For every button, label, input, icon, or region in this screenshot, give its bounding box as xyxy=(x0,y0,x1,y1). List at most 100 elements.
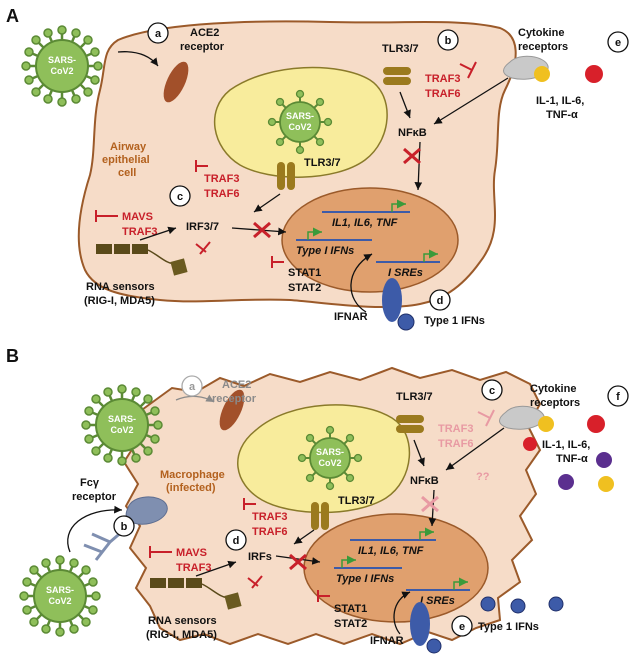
ifnar-label: IFNAR xyxy=(334,311,368,323)
ifn-b-1-icon xyxy=(426,638,442,654)
ace2-b-line2: receptor xyxy=(212,393,257,405)
virus-inside-b-line1: SARS- xyxy=(316,447,344,457)
virus-b-line2: CoV2 xyxy=(110,425,133,435)
tlr-top-label: TLR3/7 xyxy=(382,43,419,55)
svg-text:b: b xyxy=(121,521,128,533)
panel-b: B SARS- CoV2 SARS- CoV2 SARS- CoV2 Fcγ r… xyxy=(6,346,629,654)
ifn-b-3-icon xyxy=(510,598,526,614)
marker-c xyxy=(169,185,191,207)
traf6-mid-b: TRAF6 xyxy=(252,526,287,538)
cell-type-line3: cell xyxy=(118,167,136,179)
virus-label-line1: SARS- xyxy=(48,55,76,65)
sensors-b-line1: RNA sensors xyxy=(148,615,217,627)
cytokines-line1: IL-1, IL-6, xyxy=(536,95,584,107)
isres-b-label: I SREs xyxy=(420,595,455,607)
marker-c-2 xyxy=(481,379,503,401)
stat1-b-label: STAT1 xyxy=(334,603,367,615)
cytokines-b-line1: IL-1, IL-6, xyxy=(542,439,590,451)
marker-b-2 xyxy=(113,515,135,537)
marker-a xyxy=(147,22,169,44)
type1-ifns-b-label: Type 1 IFNs xyxy=(478,621,539,633)
cytokine-b-red-2 xyxy=(523,437,537,451)
mavs-label: MAVS xyxy=(122,211,153,223)
rna-sensor-icon xyxy=(96,244,188,276)
cell-type-b-line1: Macrophage xyxy=(160,469,225,481)
svg-text:a: a xyxy=(189,381,196,393)
tlr-mid-b-label: TLR3/7 xyxy=(338,495,375,507)
type1-ifns-label: Type 1 IFNs xyxy=(424,315,485,327)
svg-text:d: d xyxy=(233,535,240,547)
tlr-top-b-label: TLR3/7 xyxy=(396,391,433,403)
irf-b-label: IRFs xyxy=(248,551,272,563)
virus-inside-line2: CoV2 xyxy=(288,122,311,132)
marker-d xyxy=(429,289,451,311)
cytokine-b-red-1 xyxy=(587,415,605,433)
svg-text:c: c xyxy=(489,385,495,397)
type1-ifn-icon xyxy=(397,313,415,331)
cytokine-yellow-icon xyxy=(534,66,550,82)
virus-b-line1: SARS- xyxy=(108,414,136,424)
fcy-line2: receptor xyxy=(72,491,117,503)
virus-inside-b-line2: CoV2 xyxy=(318,458,341,468)
cytokine-receptors-b-line1: Cytokine xyxy=(530,383,576,395)
isres-label: I SREs xyxy=(388,267,423,279)
ifnar-b-label: IFNAR xyxy=(370,635,404,647)
virus-c-line1: SARS- xyxy=(46,585,74,595)
traf3-top-b: TRAF3 xyxy=(438,423,473,435)
svg-text:c: c xyxy=(177,191,183,203)
ace2-receptor-icon xyxy=(163,61,189,103)
irf-label: IRF3/7 xyxy=(186,221,219,233)
sensors-b-line2: (RIG-I, MDA5) xyxy=(146,629,217,641)
cytokine-b-yellow-1 xyxy=(538,416,554,432)
ace2-b-line1: ACE2 xyxy=(222,379,251,391)
cytokine-b-purple-1 xyxy=(596,452,612,468)
cell-type-b-line2: (infected) xyxy=(166,482,216,494)
cytokines-b-line2: TNF-α xyxy=(556,453,588,465)
traf3-top: TRAF3 xyxy=(425,73,460,85)
cell-type-line1: Airway xyxy=(110,141,147,153)
ifnar-b-icon xyxy=(410,602,430,646)
marker-f xyxy=(607,385,629,407)
marker-e-2 xyxy=(451,615,473,637)
qq-label: ?? xyxy=(476,471,490,483)
cytokine-b-yellow-2 xyxy=(598,476,614,492)
genes-b-label: IL1, IL6, TNF xyxy=(358,545,424,557)
nfkb-label: NFκB xyxy=(398,127,427,139)
svg-text:e: e xyxy=(615,37,621,49)
panel-a-letter: A xyxy=(6,6,19,26)
mavs-b-label: MAVS xyxy=(176,547,207,559)
svg-text:f: f xyxy=(616,391,620,403)
svg-text:b: b xyxy=(445,35,452,47)
type1-label: Type I IFNs xyxy=(296,245,354,257)
rna-sensor-b-icon xyxy=(150,578,242,610)
ace2-label-line1: ACE2 xyxy=(190,27,219,39)
ace2-label-line2: receptor xyxy=(180,41,225,53)
ifn-b-2-icon xyxy=(480,596,496,612)
nfkb-b-label: NFκB xyxy=(410,475,439,487)
cytokines-line2: TNF-α xyxy=(546,109,578,121)
sensors-line1: RNA sensors xyxy=(86,281,155,293)
traf3-mid-b: TRAF3 xyxy=(252,511,287,523)
svg-text:d: d xyxy=(437,295,444,307)
panel-a: A SARS- CoV2 SARS- CoV2 a ACE2 receptor … xyxy=(6,6,629,331)
panel-b-letter: B xyxy=(6,346,19,366)
virus-label-line2: CoV2 xyxy=(50,66,73,76)
cytokine-red-icon xyxy=(585,65,603,83)
sensors-line2: (RIG-I, MDA5) xyxy=(84,295,155,307)
marker-e xyxy=(607,31,629,53)
ifn-b-4-icon xyxy=(548,596,564,612)
svg-text:e: e xyxy=(459,621,465,633)
stat1-label: STAT1 xyxy=(288,267,321,279)
ifnar-icon xyxy=(382,278,402,322)
cytokine-receptors-line1: Cytokine xyxy=(518,27,564,39)
marker-a-2 xyxy=(181,375,203,397)
virus-c-line2: CoV2 xyxy=(48,596,71,606)
cytokine-b-purple-2 xyxy=(558,474,574,490)
traf6-mid: TRAF6 xyxy=(204,188,239,200)
virus-inside-line1: SARS- xyxy=(286,111,314,121)
traf3-mavs-b: TRAF3 xyxy=(176,562,211,574)
ace2-receptor-b-icon xyxy=(219,389,245,431)
stat2-label: STAT2 xyxy=(288,282,321,294)
marker-b xyxy=(437,29,459,51)
